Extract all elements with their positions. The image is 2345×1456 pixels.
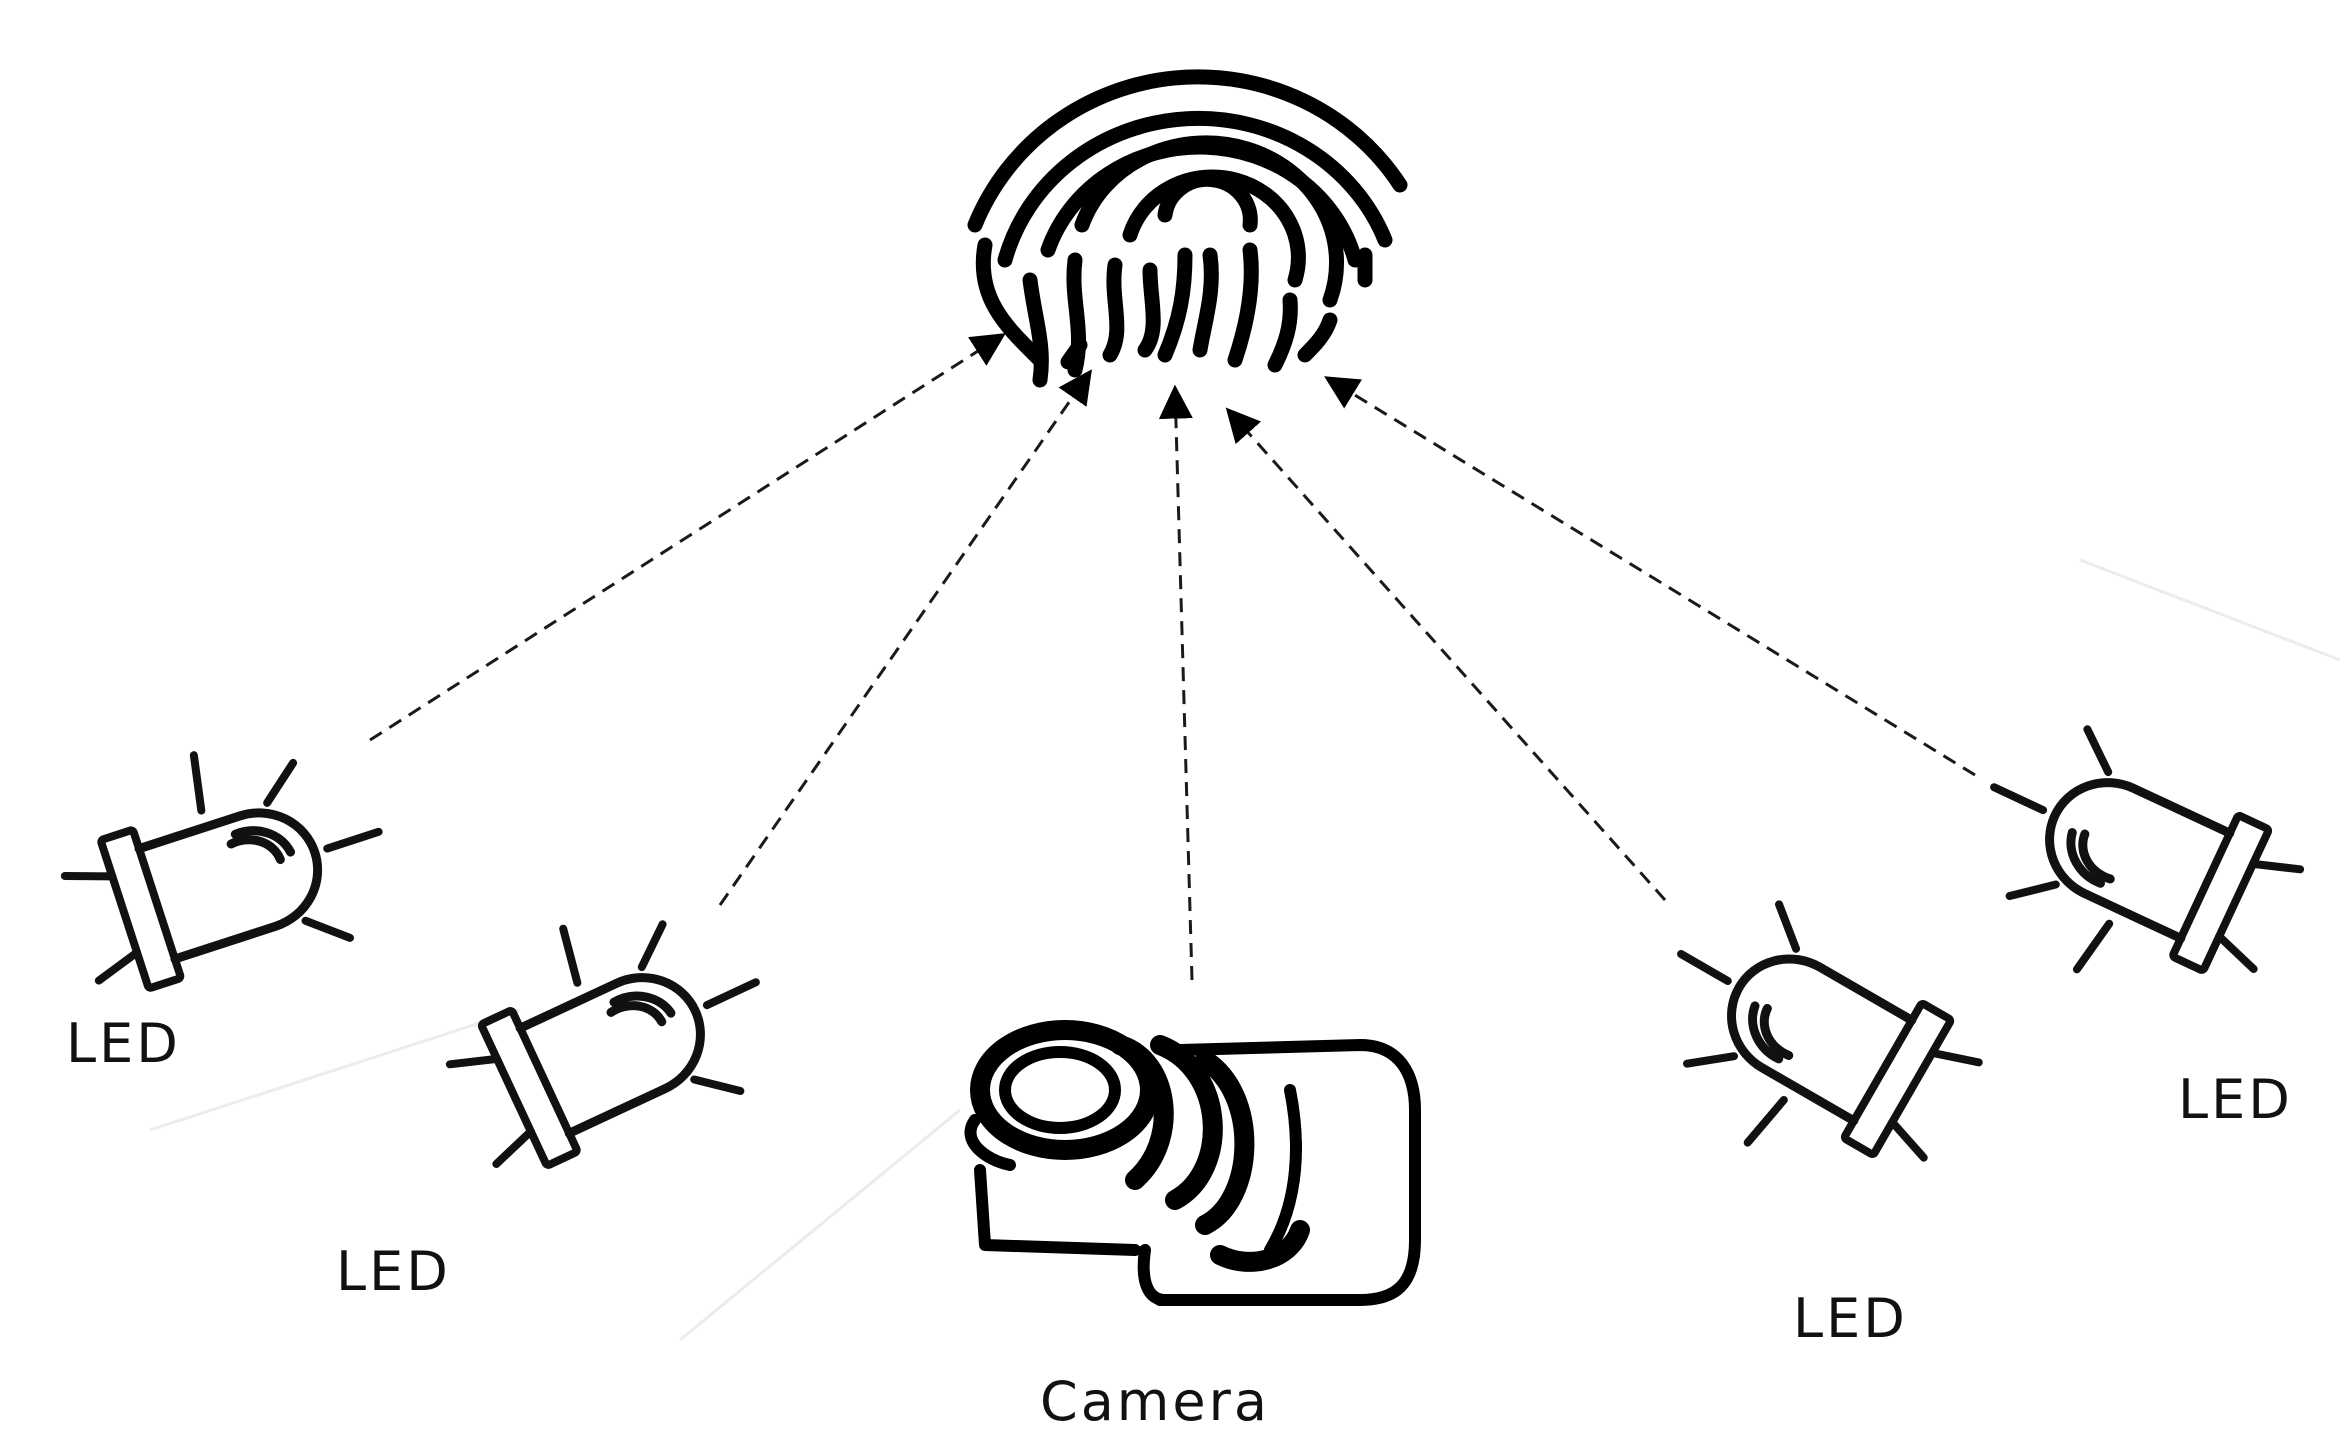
led-icon-2 xyxy=(418,864,795,1197)
arrow-led-3 xyxy=(1225,407,1667,901)
camera-label: Camera xyxy=(1040,1370,1270,1433)
fingerprint-icon xyxy=(967,69,1408,388)
arrow-led-2 xyxy=(718,369,1092,906)
arrows xyxy=(369,333,1976,981)
led-icon-3 xyxy=(1616,874,1997,1222)
background-lines xyxy=(149,558,2341,1342)
arrow-camera xyxy=(1158,384,1194,981)
camera-icon xyxy=(964,1020,1421,1306)
arrow-led-4 xyxy=(1324,376,1976,777)
arrow-led-1 xyxy=(369,333,1006,742)
led-icon-1 xyxy=(42,708,407,1016)
led-icon-4 xyxy=(1939,704,2316,1037)
led-label-2: LED xyxy=(336,1240,451,1303)
led-label-1: LED xyxy=(66,1012,181,1075)
led-label-3: LED xyxy=(1793,1287,1908,1350)
led-label-4: LED xyxy=(2178,1068,2293,1131)
